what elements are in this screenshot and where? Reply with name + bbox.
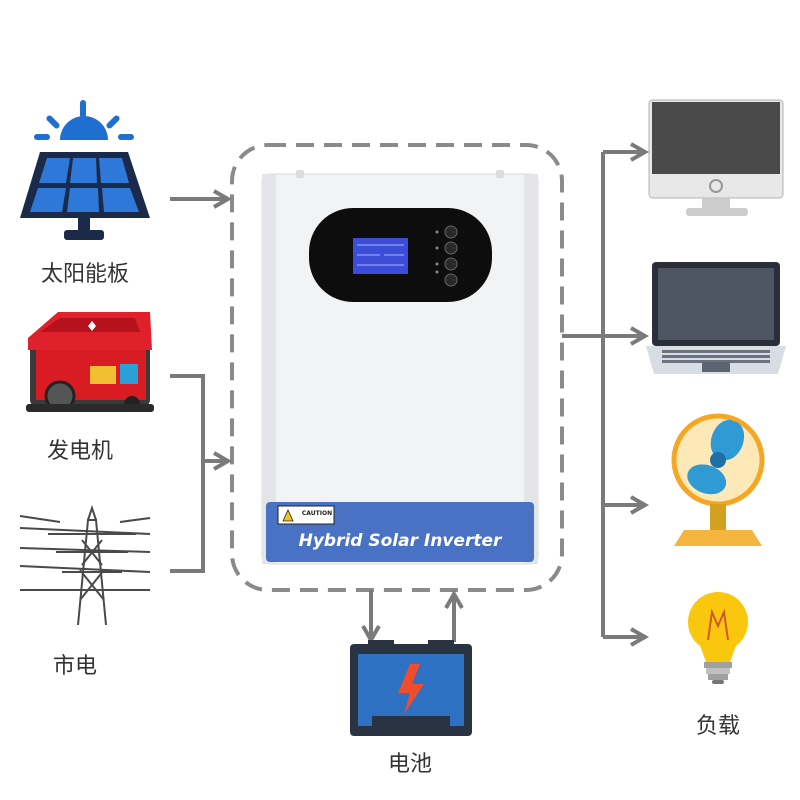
control-button-1 xyxy=(444,225,458,239)
control-button-3 xyxy=(444,257,458,271)
system-boundary xyxy=(230,143,564,592)
solar-label: 太阳能板 xyxy=(40,262,129,287)
control-button-4 xyxy=(444,273,458,287)
generator-label: 发电机 xyxy=(46,439,113,464)
grid-label: 市电 xyxy=(52,654,97,679)
load-label: 负载 xyxy=(695,714,740,739)
control-button-2 xyxy=(444,241,458,255)
inverter-name: Hybrid Solar Inverter xyxy=(298,531,502,551)
caution-text: CAUTION xyxy=(301,510,333,517)
generator-connector xyxy=(170,374,205,573)
battery-label: 电池 xyxy=(387,752,432,777)
lcd-screen xyxy=(353,238,408,274)
